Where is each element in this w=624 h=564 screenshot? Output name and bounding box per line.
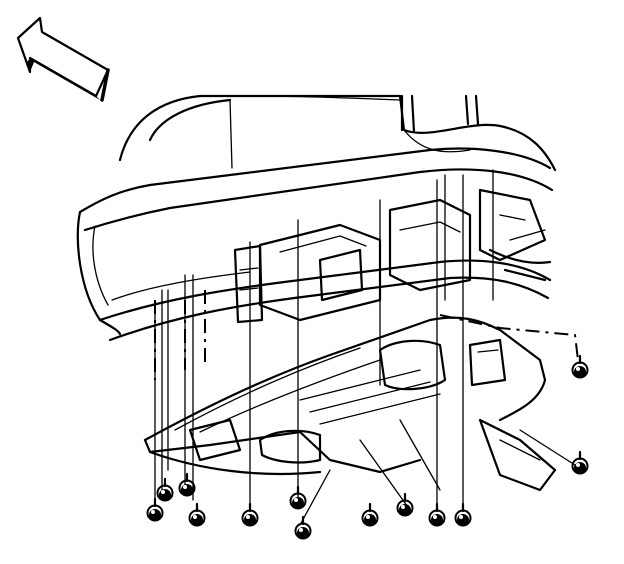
fastener-bolt-icon <box>454 502 472 527</box>
lower-air-deflector-panel <box>143 316 557 492</box>
fastener-bolt-icon <box>241 502 259 527</box>
fastener-bolt-icon <box>146 497 164 522</box>
fastener-bolt-icon <box>428 502 446 527</box>
fastener-bolt-icon <box>156 477 174 502</box>
fastener-alignment-lines <box>154 169 576 526</box>
fastener-bolt-icon <box>294 515 312 540</box>
fastener-bolt-icon <box>361 502 379 527</box>
fastener-bolt-icon <box>188 502 206 527</box>
dash-dot-alignment-lines <box>154 290 579 380</box>
fastener-bolt-icon <box>178 472 196 497</box>
fastener-bolt-icon <box>571 354 589 379</box>
fastener-bolt-icon <box>289 485 307 510</box>
fastener-bolt-icon <box>571 450 589 475</box>
fastener-bolt-icon <box>396 492 414 517</box>
forward-direction-arrow-icon <box>16 16 110 102</box>
fastener-group <box>146 354 589 540</box>
vehicle-front-body <box>76 94 557 342</box>
front-frame-structure <box>233 188 552 324</box>
